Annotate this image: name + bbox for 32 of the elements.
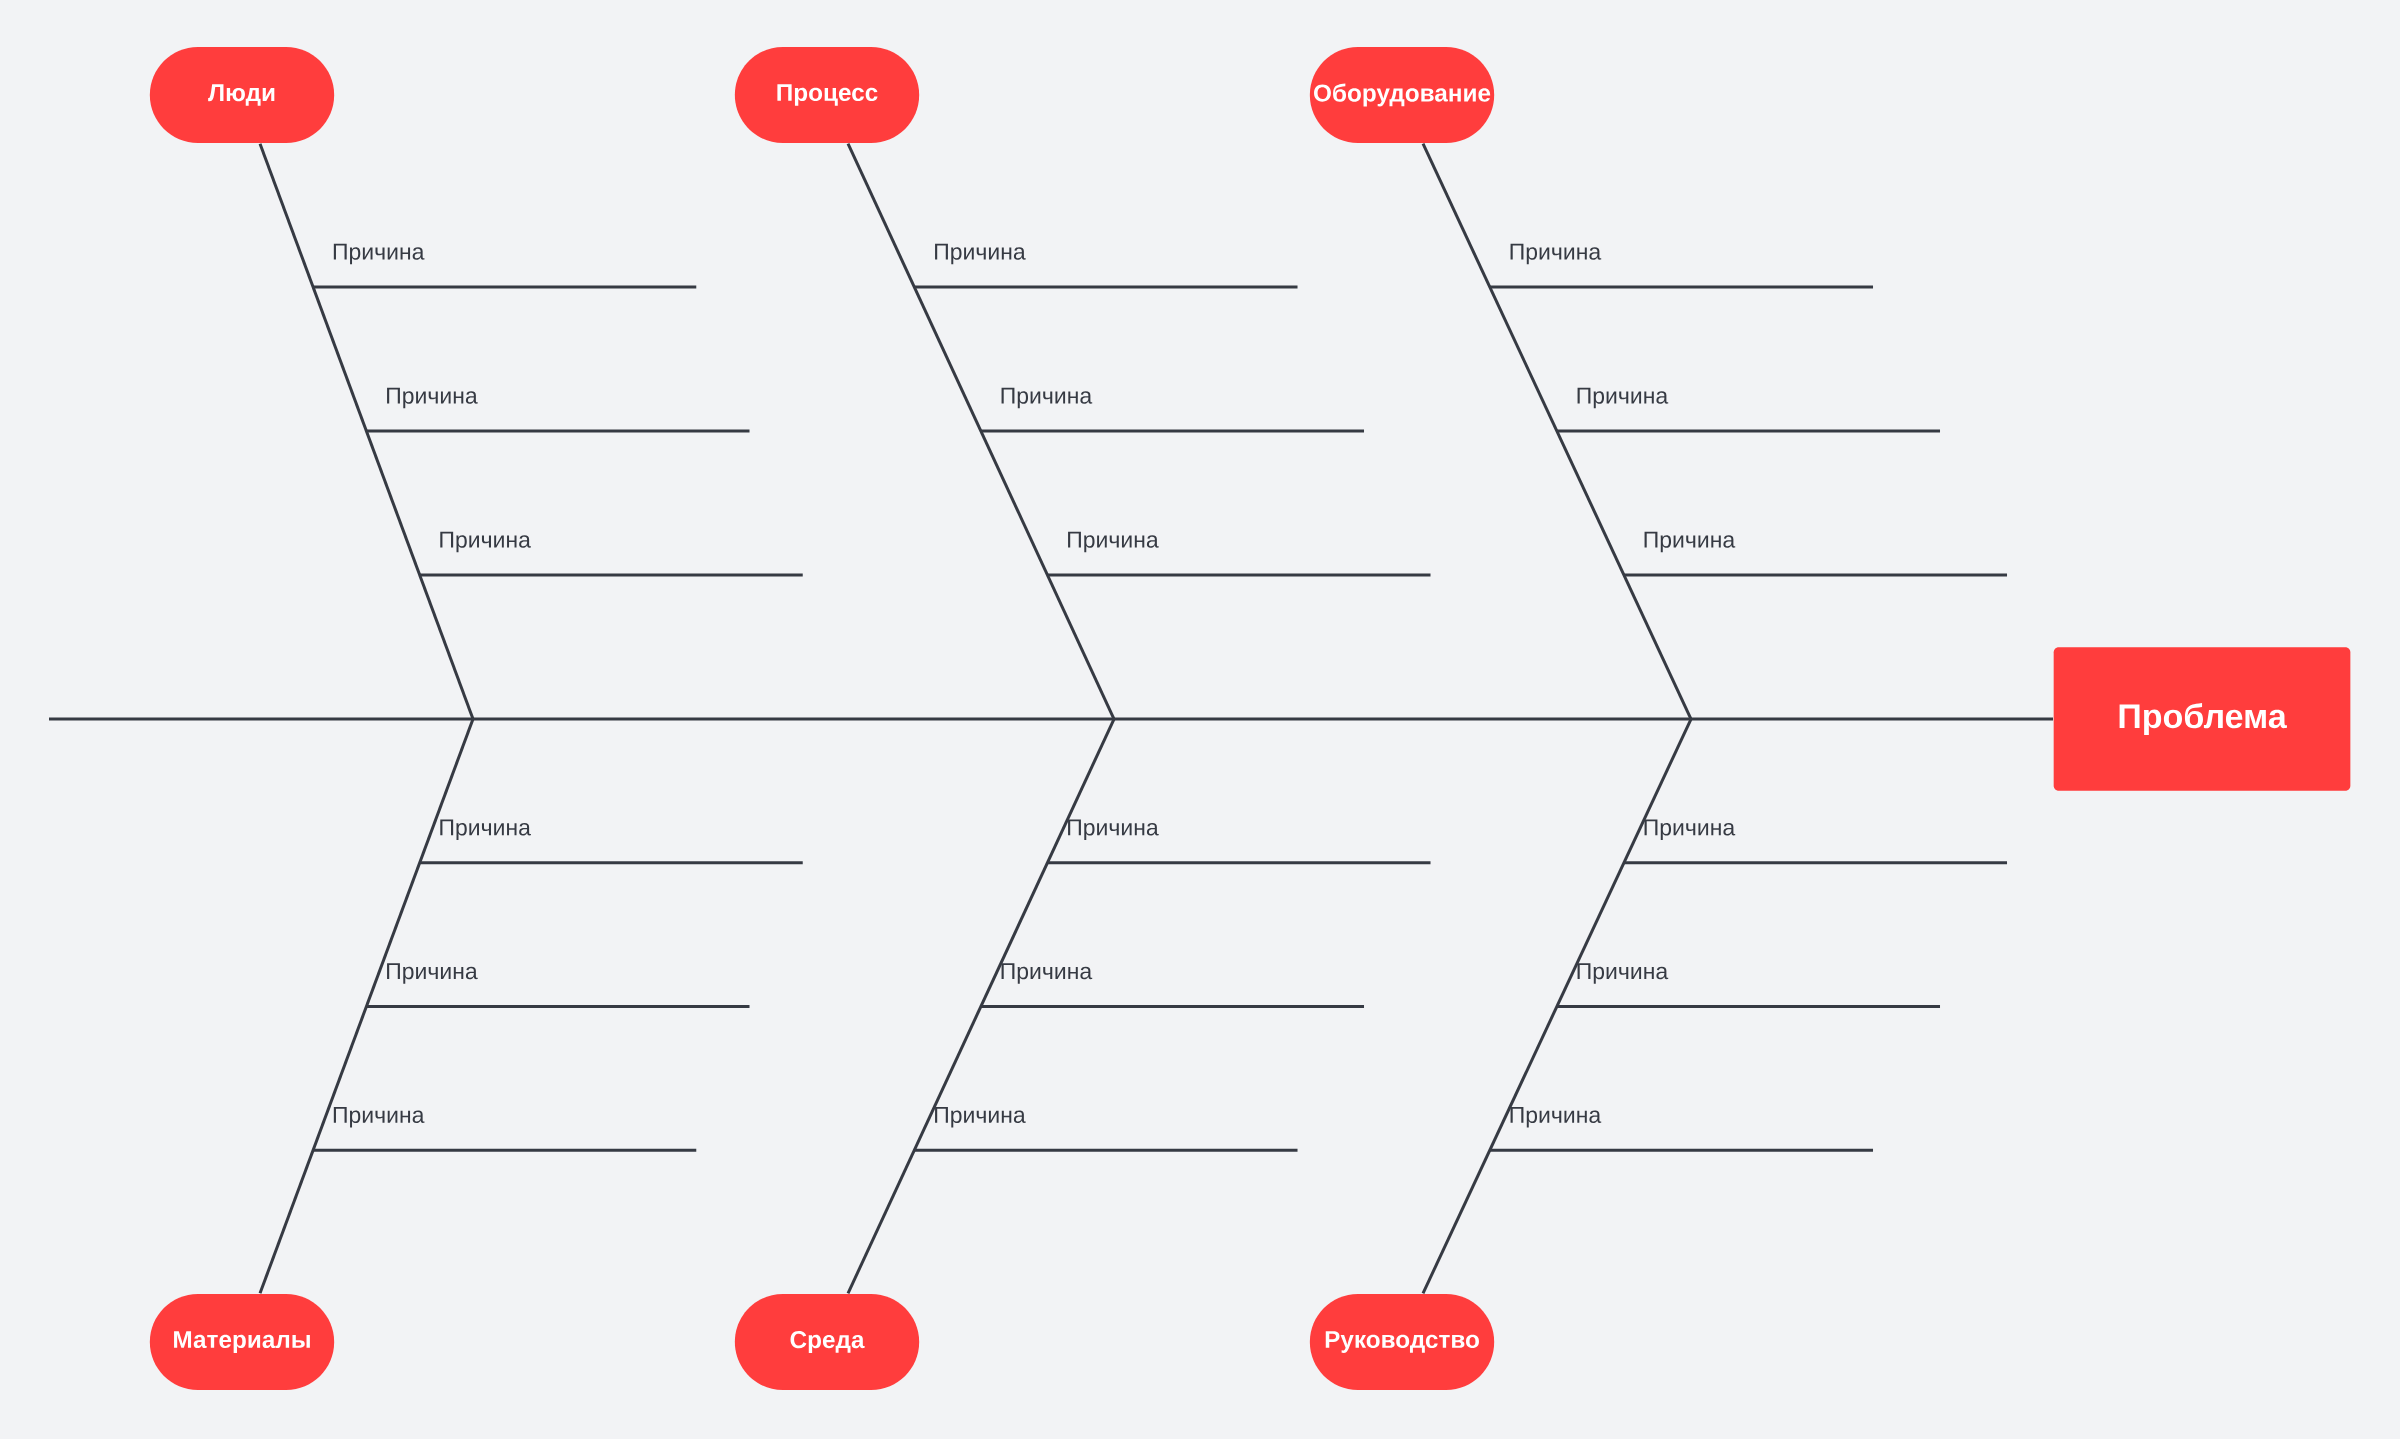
category-pill: Оборудование: [1309, 47, 1495, 143]
problem-box: Проблема: [2053, 647, 2351, 791]
category-pill: Среда: [734, 1294, 920, 1390]
bone-line: [1421, 143, 1693, 720]
bone-line: [1421, 718, 1693, 1294]
cause-label: Причина: [387, 963, 478, 984]
cause-label: Причина: [1577, 963, 1669, 984]
cause-label: Причина: [440, 531, 531, 553]
cause-label: Причина: [1644, 531, 1736, 553]
cause-label: Причина: [333, 1106, 425, 1128]
cause-label: Причина: [333, 243, 425, 265]
cause-label: Причина: [1001, 387, 1093, 409]
bone-line: [258, 143, 475, 720]
bone-line: [846, 143, 1116, 720]
bone-line: [846, 718, 1116, 1294]
cause-label: Причина: [440, 819, 531, 841]
bone-line: [258, 718, 475, 1294]
cause-label: Причина: [935, 1106, 1026, 1128]
cause-label: Причина: [935, 243, 1026, 265]
cause-label: Причина: [1068, 819, 1159, 841]
cause-label: Причина: [1577, 387, 1669, 409]
cause-label: Причина: [387, 387, 478, 409]
cause-label: Причина: [1510, 243, 1602, 265]
cause-label: Причина: [1644, 819, 1736, 841]
cause-label: Причина: [1068, 531, 1159, 553]
category-pill: Руководство: [1309, 1294, 1495, 1390]
category-pill: Люди: [149, 47, 335, 143]
cause-label: Причина: [1510, 1106, 1602, 1128]
spine-line: [49, 717, 2053, 721]
category-pill: Процесс: [734, 47, 920, 143]
category-pill: Материалы: [149, 1294, 335, 1390]
cause-label: Причина: [1001, 963, 1093, 984]
